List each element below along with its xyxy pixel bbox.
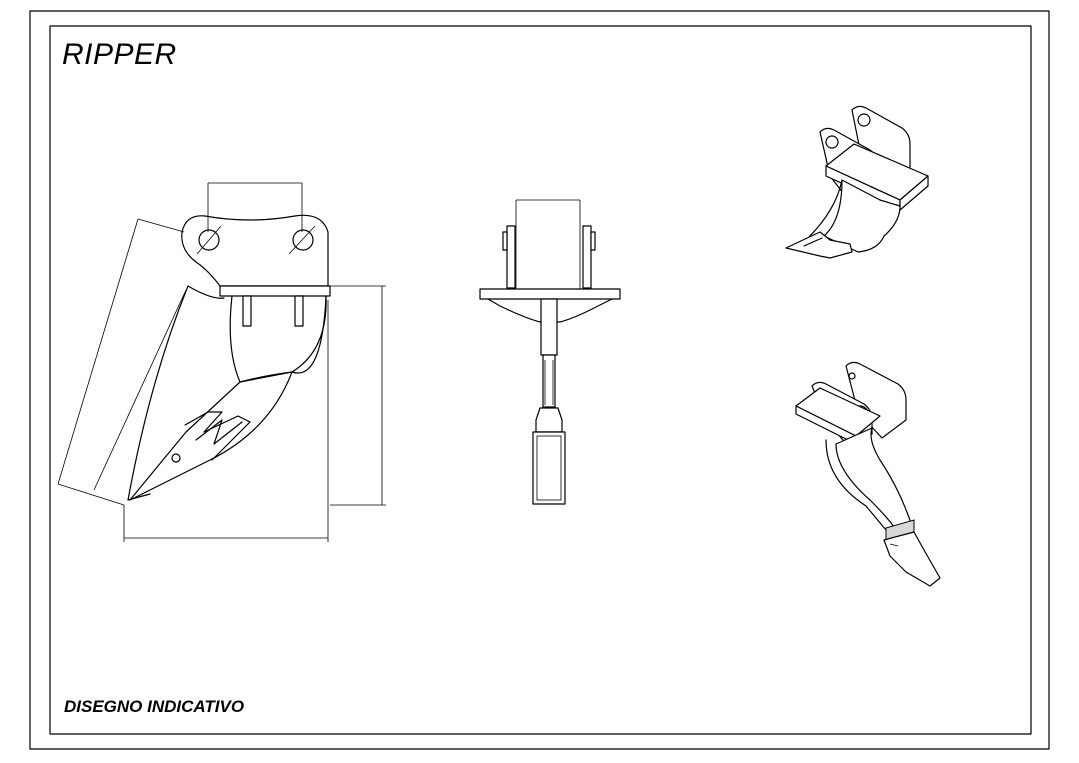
side-hole-right (292, 229, 314, 251)
iso-view-top (785, 105, 929, 259)
drawing-note: DISEGNO INDICATIVO (64, 697, 245, 716)
front-plate (479, 288, 621, 300)
side-tooth (129, 371, 293, 501)
front-view (479, 199, 621, 505)
front-shank (540, 298, 558, 356)
iso-view-bottom (795, 361, 941, 587)
front-tooth (532, 431, 566, 505)
side-shank (229, 295, 327, 383)
outer-frame (29, 10, 1050, 750)
side-hole-left (198, 229, 220, 251)
side-plate (219, 285, 331, 297)
drawing-title: RIPPER (62, 38, 177, 71)
side-bracket (181, 214, 329, 287)
inner-frame (49, 25, 1032, 735)
side-view (57, 182, 386, 542)
